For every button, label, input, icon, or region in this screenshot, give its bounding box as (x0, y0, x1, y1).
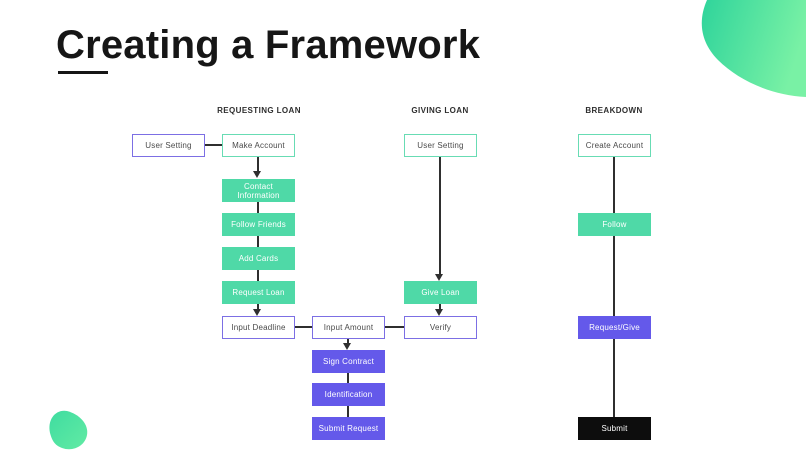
node-submit: Submit (578, 417, 651, 440)
flow-arrow-down-icon (435, 309, 443, 316)
node-verify: Verify (404, 316, 477, 339)
connector-line (347, 373, 349, 383)
connector-line (347, 406, 349, 417)
connector-line (205, 144, 222, 146)
node-input-deadline: Input Deadline (222, 316, 295, 339)
connector-line (347, 339, 349, 344)
connector-line (385, 326, 404, 328)
flow-arrow-down-icon (435, 274, 443, 281)
connector-line (295, 326, 312, 328)
node-identification: Identification (312, 383, 385, 406)
node-submit-request: Submit Request (312, 417, 385, 440)
connector-line (257, 202, 259, 213)
connector-line (439, 157, 441, 275)
connector-line (257, 236, 259, 247)
node-create-account: Create Account (578, 134, 651, 157)
flow-arrow-down-icon (253, 309, 261, 316)
title-underline (58, 71, 108, 74)
flow-arrow-down-icon (343, 343, 351, 350)
node-give-loan: Give Loan (404, 281, 477, 304)
node-user-setting-requesting: User Setting (132, 134, 205, 157)
node-add-cards: Add Cards (222, 247, 295, 270)
node-contact-information: Contact Information (222, 179, 295, 202)
connector-line (257, 157, 259, 171)
node-follow: Follow (578, 213, 651, 236)
node-sign-contract: Sign Contract (312, 350, 385, 373)
column-header-breakdown: BREAKDOWN (585, 106, 643, 115)
node-input-amount: Input Amount (312, 316, 385, 339)
node-make-account: Make Account (222, 134, 295, 157)
column-header-requesting-loan: REQUESTING LOAN (217, 106, 301, 115)
connector-line (257, 270, 259, 281)
node-request-give: Request/Give (578, 316, 651, 339)
connector-line (257, 304, 259, 310)
decorative-blob-top-right-icon (701, 0, 806, 97)
connector-line (439, 304, 441, 310)
node-request-loan: Request Loan (222, 281, 295, 304)
decorative-blob-bottom-left-icon (49, 410, 88, 450)
page-title: Creating a Framework (56, 23, 481, 67)
node-user-setting-giving: User Setting (404, 134, 477, 157)
column-header-giving-loan: GIVING LOAN (411, 106, 469, 115)
flow-arrow-down-icon (253, 171, 261, 178)
node-follow-friends: Follow Friends (222, 213, 295, 236)
connector-line (613, 156, 615, 418)
